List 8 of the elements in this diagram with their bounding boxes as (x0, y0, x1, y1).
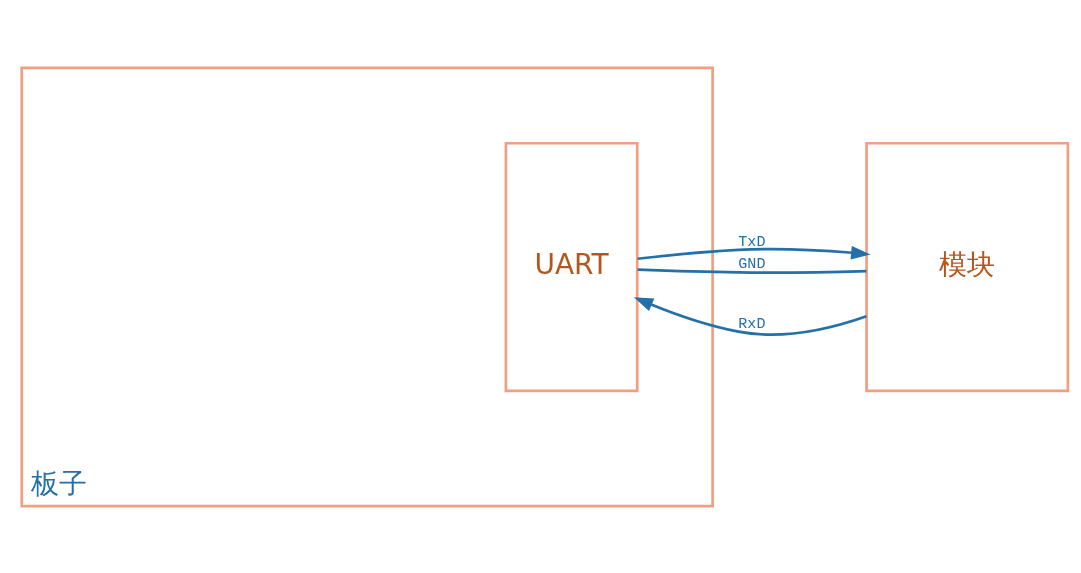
node-box: UART (504, 141, 639, 392)
edge-label: TxD (738, 232, 766, 251)
arrow (637, 245, 871, 260)
edge-label: RxD (738, 314, 766, 333)
connector (637, 267, 867, 274)
arrow (633, 296, 867, 336)
edge-label: GND (738, 254, 766, 273)
node-box: 模块 (865, 141, 1070, 392)
